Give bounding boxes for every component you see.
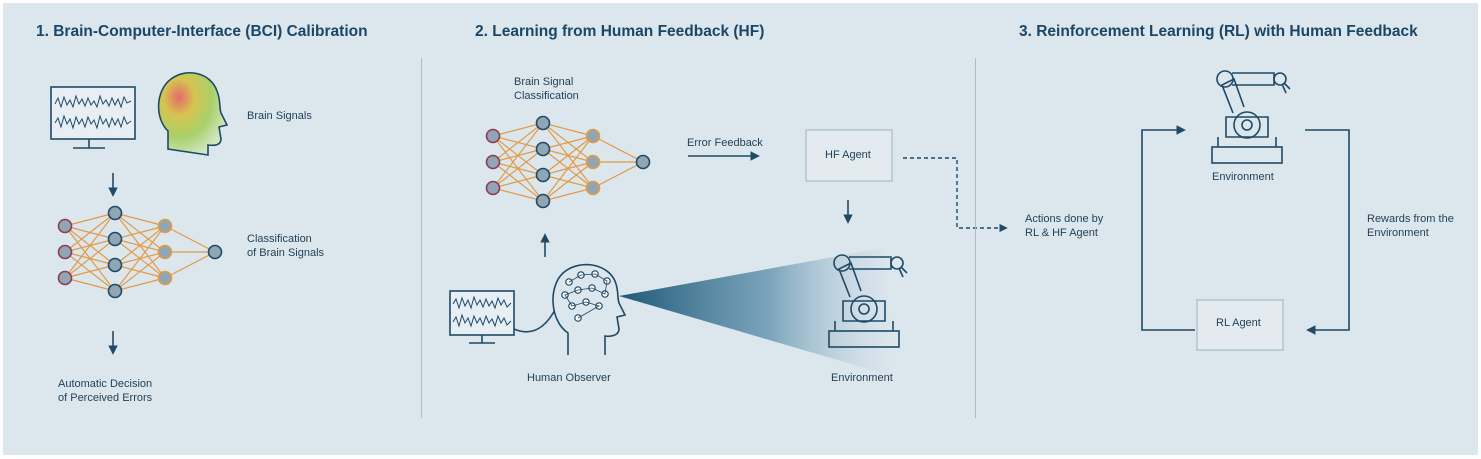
network-node [535, 115, 551, 131]
section-title-hf: 2. Learning from Human Feedback (HF) [475, 23, 765, 40]
network-node [57, 270, 73, 286]
label-rewards: Rewards from the Environment [1367, 213, 1454, 239]
network-node [107, 231, 123, 247]
network-node [57, 218, 73, 234]
neural-network-classification [485, 115, 651, 209]
network-node [107, 283, 123, 299]
network-node [535, 193, 551, 209]
network-node [535, 167, 551, 183]
network-node [107, 205, 123, 221]
label-environment-hf: Environment [831, 372, 893, 384]
label-error-feedback: Error Feedback [687, 137, 763, 149]
monitor-icon [50, 86, 136, 149]
network-node [585, 154, 601, 170]
diagram-canvas: 1. Brain-Computer-Interface (BCI) Calibr… [3, 3, 1478, 455]
label-rl-agent: RL Agent [1216, 317, 1261, 329]
rl-agent-box [1196, 299, 1284, 351]
label-classification: Classification of Brain Signals [247, 233, 325, 259]
network-node [485, 128, 501, 144]
label-actions: Actions done by RL & HF Agent [1025, 213, 1104, 239]
observation-beam [619, 248, 896, 377]
section-title-bci: 1. Brain-Computer-Interface (BCI) Calibr… [36, 23, 368, 40]
network-node [485, 154, 501, 170]
network-node [57, 244, 73, 260]
network-node [157, 244, 173, 260]
label-automatic-decision: Automatic Decision of Perceived Errors [58, 378, 153, 404]
monitor-icon [449, 290, 557, 344]
network-node [157, 218, 173, 234]
label-brain-signal-classification: Brain Signal Classification [514, 76, 579, 102]
hf-agent-box [805, 129, 893, 182]
label-brain-signals: Brain Signals [247, 110, 312, 122]
network-node [207, 244, 223, 260]
section-title-rl: 3. Reinforcement Learning (RL) with Huma… [1019, 23, 1418, 40]
diagram-graphics [50, 70, 1350, 377]
network-node [157, 270, 173, 286]
section-divider [975, 58, 976, 418]
eeg-head-icon [552, 263, 627, 355]
network-node [107, 257, 123, 273]
section-divider [421, 58, 422, 418]
network-node [635, 154, 651, 170]
network-node [485, 180, 501, 196]
robot-arm-icon [828, 254, 908, 348]
network-node [585, 128, 601, 144]
head-heatmap-icon [157, 71, 229, 156]
network-node [535, 141, 551, 157]
label-environment-rl: Environment [1212, 171, 1274, 183]
neural-network-calibration [57, 205, 223, 299]
robot-arm-icon [1211, 70, 1291, 164]
label-hf-agent: HF Agent [825, 149, 871, 161]
label-human-observer: Human Observer [527, 372, 611, 384]
network-node [585, 180, 601, 196]
